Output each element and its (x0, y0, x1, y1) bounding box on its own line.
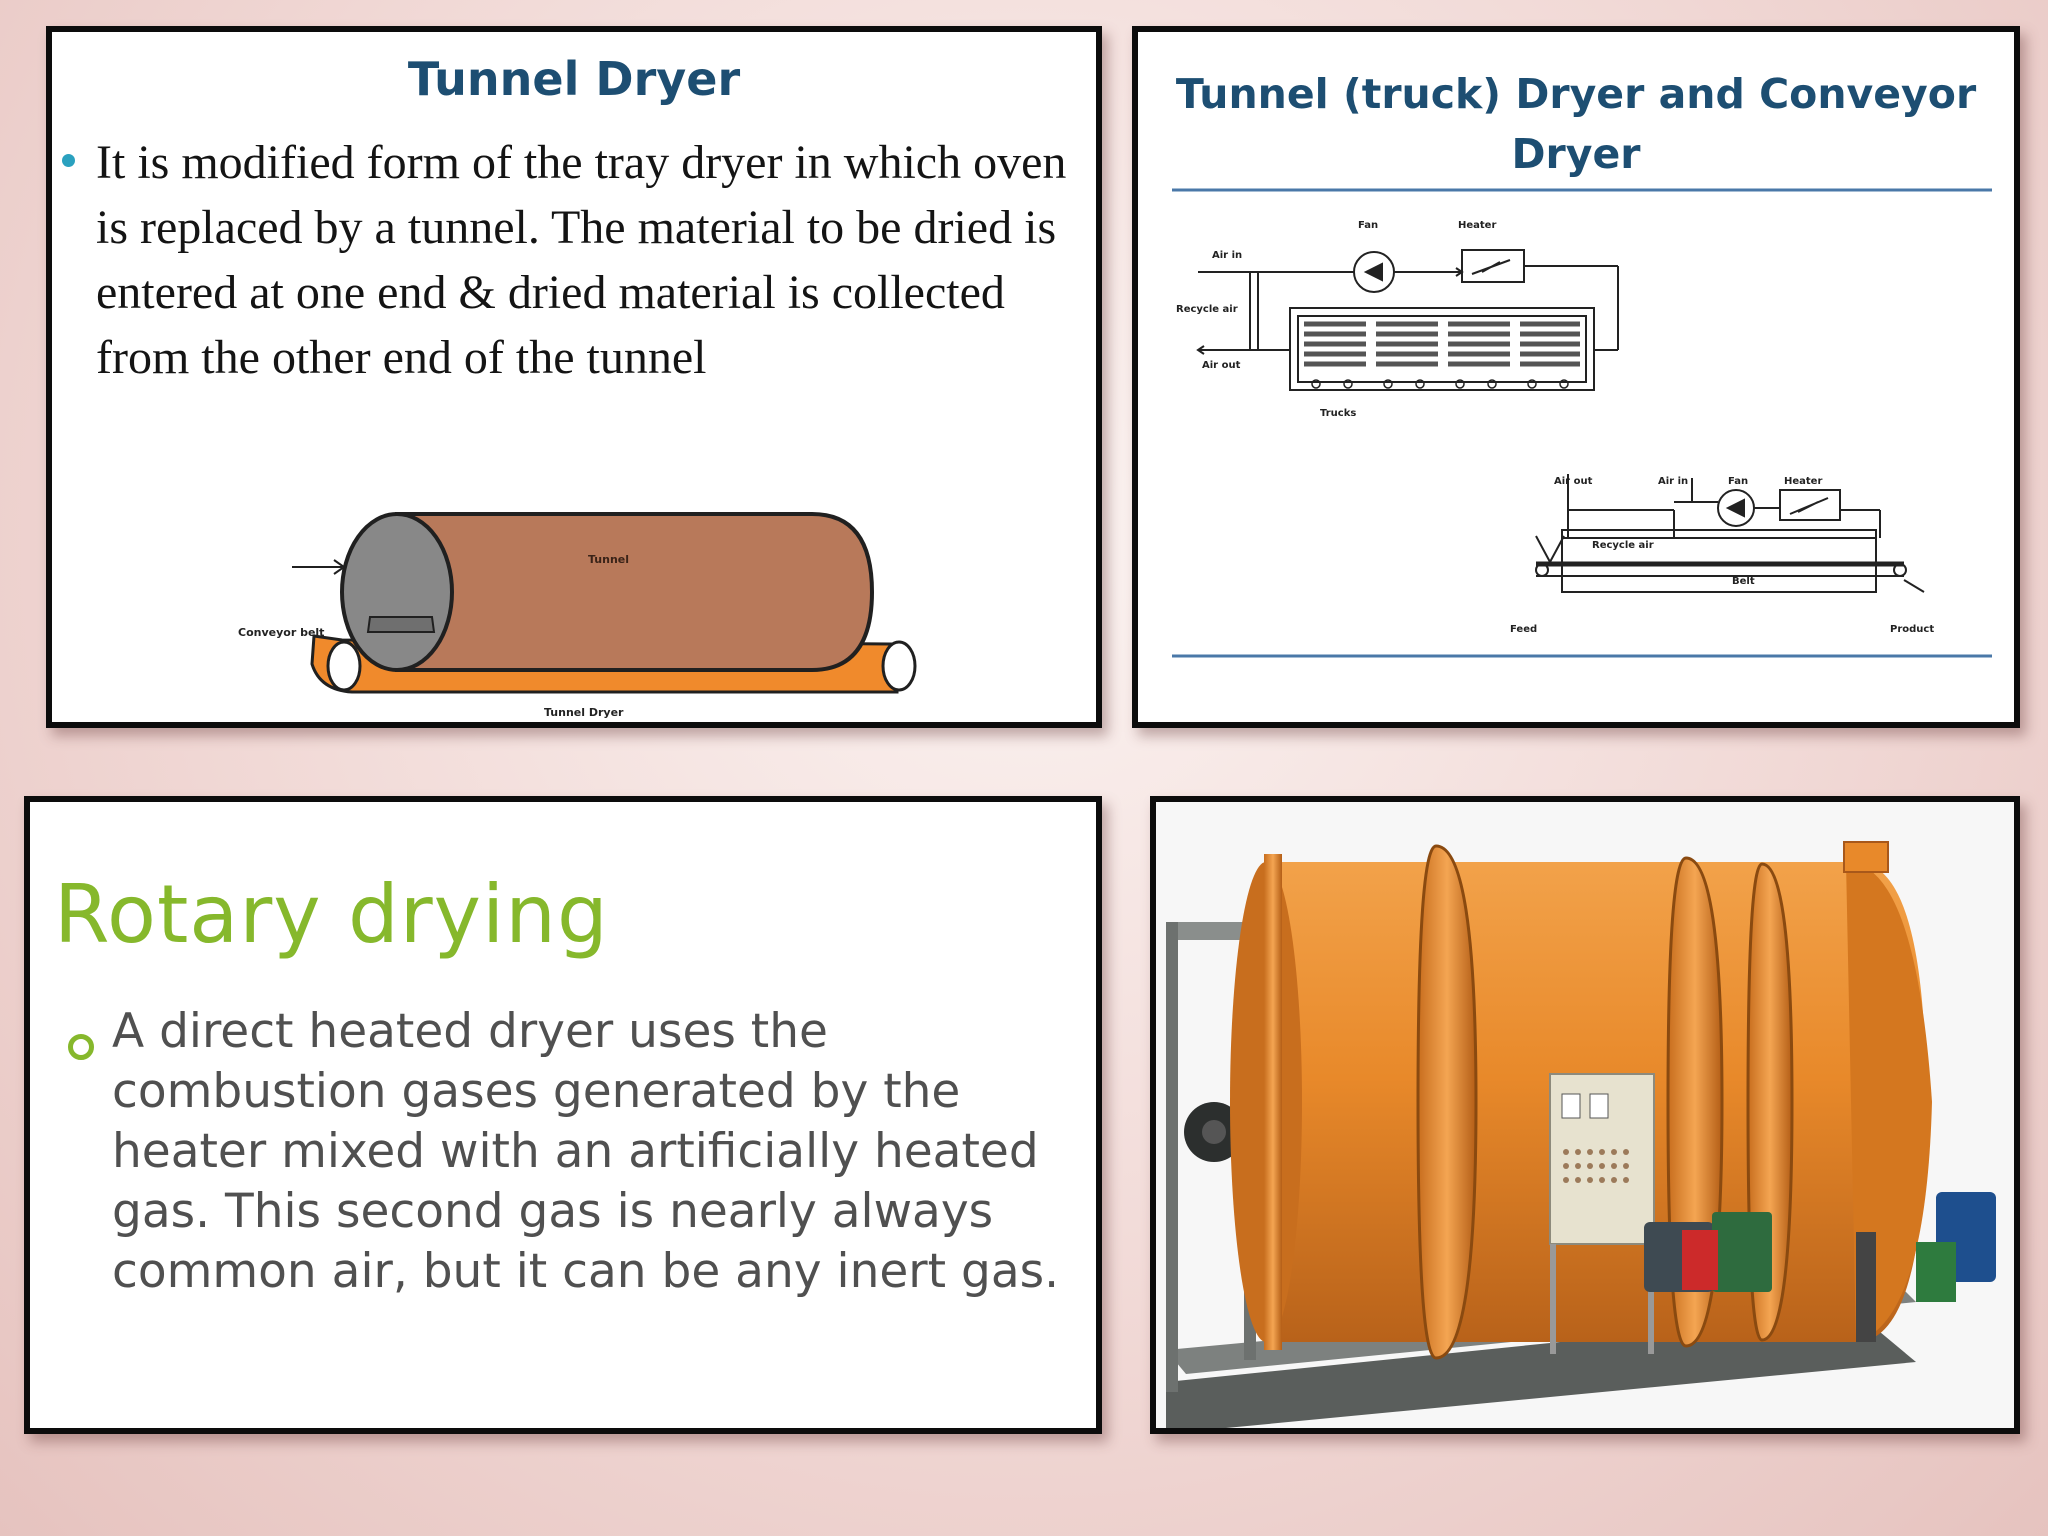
bullet-dot-icon (62, 154, 75, 167)
slide-tunnel-dryer: Tunnel Dryer It is modified form of the … (46, 26, 1102, 728)
rotary-dryer-photo (1150, 796, 2020, 1434)
feed-arrow-icon (292, 559, 346, 575)
figure-caption: Tunnel Dryer (544, 706, 624, 719)
conveyor-air-out-label: Air out (1554, 476, 1593, 487)
truck-fan-label: Fan (1358, 220, 1378, 231)
tunnel-cylinder (340, 512, 875, 672)
conveyor-heater-label: Heater (1784, 476, 1822, 487)
feed-label: Feed (1510, 624, 1537, 635)
drive-motors (1644, 1192, 1996, 1342)
bullet-ring-icon (68, 1034, 94, 1060)
slide-truck-conveyor-dryer: Tunnel (truck) Dryer and Conveyor Dryer (1132, 26, 2020, 728)
rotary-dryer-machine-image (1166, 841, 1996, 1428)
slide-rotary-drying: Rotary drying A direct heated dryer uses… (24, 796, 1102, 1434)
control-panel (1549, 1073, 1655, 1354)
truck-recycle-air-label: Recycle air (1176, 304, 1238, 315)
slide-title: Tunnel (truck) Dryer and Conveyor Dryer (1175, 70, 1977, 178)
tunnel-label: Tunnel (588, 553, 629, 566)
conveyor-fan-label: Fan (1728, 476, 1748, 487)
trucks-label: Trucks (1320, 408, 1356, 419)
slide-bullet-text: A direct heated dryer uses the combustio… (112, 1004, 1060, 1299)
truck-air-in-label: Air in (1212, 250, 1242, 261)
belt-label: Belt (1732, 576, 1755, 587)
conveyor-recycle-air-label: Recycle air (1592, 540, 1654, 551)
slide-title: Tunnel Dryer (407, 52, 741, 106)
tunnel-dryer-illustration: Tunnel Conveyor belt Tunnel Dryer (238, 512, 917, 719)
conveyor-belt-label: Conveyor belt (238, 626, 324, 639)
slide-bullet-text: It is modified form of the tray dryer in… (96, 136, 1067, 384)
product-label: Product (1890, 624, 1934, 635)
slide-title: Rotary drying (54, 868, 609, 961)
truck-air-out-label: Air out (1202, 360, 1241, 371)
truck-dryer-diagram (1196, 249, 1619, 391)
truck-heater-label: Heater (1458, 220, 1496, 231)
conveyor-air-in-label: Air in (1658, 476, 1688, 487)
dryer-schematics: Fan Heater Air in Recycle air Air out Tr… (1172, 188, 1992, 658)
conveyor-dryer-diagram (1535, 474, 1925, 593)
